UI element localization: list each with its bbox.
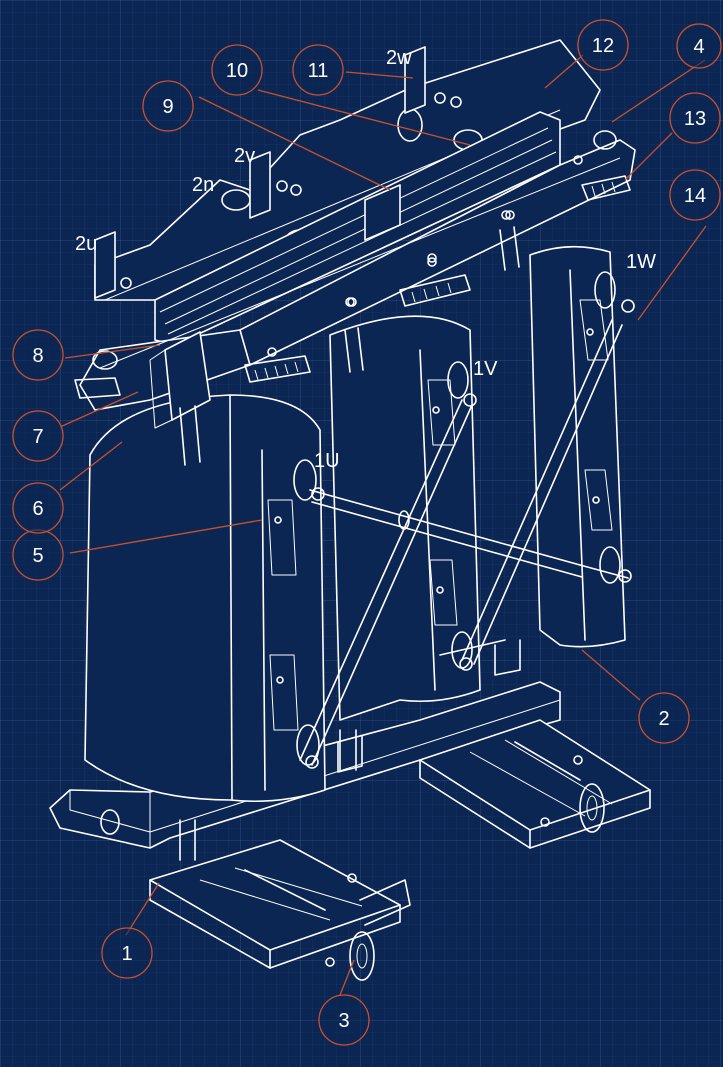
label-2w: 2w [386,47,412,69]
callout-number: 4 [693,36,704,58]
coil-2 [329,315,481,721]
callout-number: 11 [308,60,329,82]
callout-number: 2 [658,708,669,730]
callout-number: 8 [32,345,43,367]
callout-number: 10 [226,60,248,82]
label-2n: 2n [192,174,214,196]
label-1v: 1V [473,358,498,380]
callout-2: 2 [638,692,690,744]
coil-3 [529,245,626,648]
callout-12: 12 [577,19,629,71]
label-2v: 2v [234,145,255,167]
callout-14: 14 [669,169,721,221]
callout-number: 12 [592,35,614,57]
top-clamp-frame [74,39,636,466]
callout-11: 11 [292,44,344,96]
callout-1: 1 [101,927,153,979]
callouts: 1 2 3 4 5 6 7 8 [12,19,722,1046]
label-1u: 1U [314,450,340,472]
callout-9: 9 [142,80,194,132]
callout-13: 13 [669,92,721,144]
callout-number: 6 [32,498,43,520]
terminal-labels: 2u 2n 2v 2w 1U 1V 1W [75,47,656,472]
hv-connection-rods [299,299,635,773]
callout-3: 3 [318,994,370,1046]
callout-number: 5 [32,545,43,567]
callout-number: 14 [684,185,706,207]
label-1w: 1W [626,251,656,273]
callout-8: 8 [12,329,64,381]
callout-5: 5 [12,529,64,581]
lv-terminals [94,46,462,299]
callout-number: 3 [338,1010,349,1032]
callout-number: 1 [121,943,132,965]
coil-1 [84,394,326,802]
callout-7: 7 [12,410,64,462]
callout-number: 9 [162,96,173,118]
callout-10: 10 [211,44,263,96]
leader-lines [59,54,707,996]
callout-4: 4 [676,23,722,69]
label-2u: 2u [75,233,97,255]
callout-6: 6 [12,482,64,534]
callout-number: 13 [684,108,706,130]
callout-number: 7 [32,426,43,448]
